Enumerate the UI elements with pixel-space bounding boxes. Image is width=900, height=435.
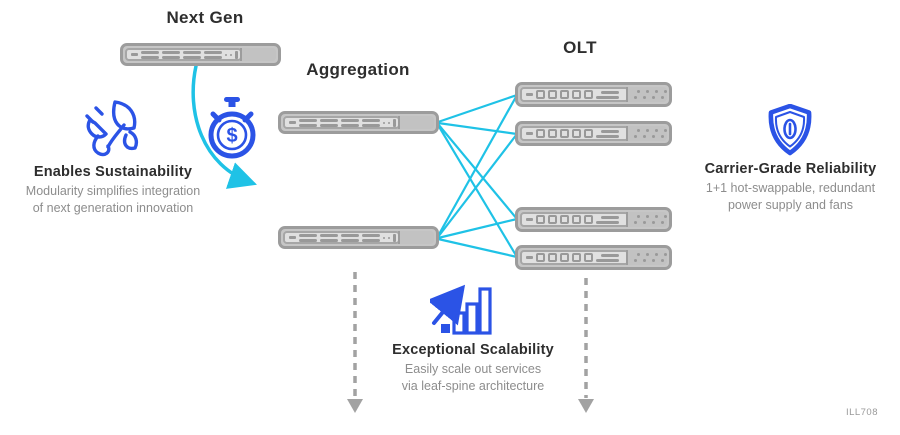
aggregation-switch-2 — [278, 226, 439, 249]
olt-device-2 — [515, 121, 672, 146]
sustainability-line2: of next generation innovation — [32, 200, 194, 215]
scalability-callout: Exceptional Scalability Easily scale out… — [368, 342, 578, 394]
scalability-title: Exceptional Scalability — [392, 342, 554, 358]
switch-psu-section — [398, 231, 434, 244]
reliability-callout: Carrier-Grade Reliability 1+1 hot-swappa… — [683, 161, 898, 213]
olt-fan-section — [626, 212, 667, 227]
olt-fan-section — [626, 250, 667, 265]
sustainability-title: Enables Sustainability — [33, 164, 193, 180]
scalability-line1: Easily scale out services — [404, 362, 542, 376]
stopwatch-dollar-icon: $ — [208, 97, 256, 159]
figure-id: ILL708 — [845, 407, 878, 418]
scalability-line2: via leaf-spine architecture — [401, 378, 545, 393]
switch-faceplate — [125, 48, 242, 61]
olt-faceplate — [520, 126, 629, 141]
olt-device-3 — [515, 207, 672, 232]
olt-device-1 — [515, 82, 672, 107]
growth-chart-icon — [430, 284, 492, 335]
switch-psu-section — [240, 48, 276, 61]
leaf-spine-mesh — [437, 93, 518, 259]
switch-faceplate — [283, 231, 400, 244]
reliability-line1: 1+1 hot-swappable, redundant — [705, 181, 876, 195]
olt-faceplate — [520, 212, 629, 227]
sustainability-line1: Modularity simplifies integration — [25, 184, 201, 198]
olt-device-4 — [515, 245, 672, 270]
olt-fan-section — [626, 87, 667, 102]
eco-plug-icon — [85, 100, 139, 157]
switch-faceplate — [283, 116, 400, 129]
olt-label: OLT — [563, 38, 597, 57]
sustainability-callout: Enables Sustainability Modularity simpli… — [8, 164, 218, 216]
olt-faceplate — [520, 250, 629, 265]
aggregation-label: Aggregation — [306, 60, 410, 79]
reliability-line2: power supply and fans — [727, 197, 854, 212]
olt-fan-section — [626, 126, 667, 141]
switch-psu-section — [398, 116, 434, 129]
reliability-title: Carrier-Grade Reliability — [704, 161, 877, 177]
dollar-glyph: $ — [226, 125, 237, 147]
next-gen-switch — [120, 43, 281, 66]
olt-faceplate — [520, 87, 629, 102]
shield-icon — [768, 104, 812, 156]
aggregation-switch-1 — [278, 111, 439, 134]
next-gen-label: Next Gen — [166, 8, 244, 27]
